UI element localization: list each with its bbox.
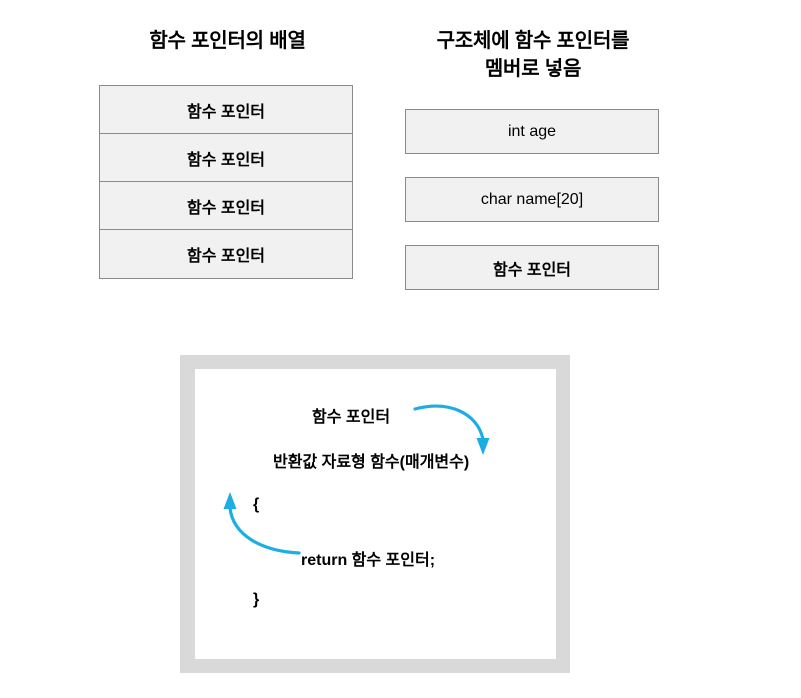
code-brace-close: } — [253, 591, 260, 608]
function-pointer-array-table: 함수 포인터 함수 포인터 함수 포인터 함수 포인터 — [99, 85, 353, 279]
struct-member-box: 함수 포인터 — [405, 245, 659, 290]
code-return-statement: return 함수 포인터; — [301, 552, 436, 569]
code-brace-open: { — [253, 496, 260, 513]
code-label-function-pointer: 함수 포인터 — [312, 409, 391, 426]
code-panel-frame: 함수 포인터 반환값 자료형 함수(매개변수) { return 함수 포인터;… — [180, 355, 570, 673]
array-cell: 함수 포인터 — [100, 134, 352, 182]
struct-section-heading: 구조체에 함수 포인터를 멤버로 넣음 — [388, 27, 678, 83]
array-cell: 함수 포인터 — [100, 86, 352, 134]
struct-member-box: char name[20] — [405, 177, 659, 222]
code-panel-inner: 함수 포인터 반환값 자료형 함수(매개변수) { return 함수 포인터;… — [195, 369, 556, 659]
struct-heading-line-2: 멤버로 넣음 — [484, 58, 582, 80]
array-section-heading: 함수 포인터의 배열 — [149, 30, 306, 52]
arrow-from-return-icon — [223, 492, 301, 555]
struct-member-box: int age — [405, 109, 659, 154]
array-cell: 함수 포인터 — [100, 230, 352, 278]
array-cell: 함수 포인터 — [100, 182, 352, 230]
code-function-signature: 반환값 자료형 함수(매개변수) — [273, 454, 470, 471]
struct-member-list: int age char name[20] 함수 포인터 — [405, 109, 659, 290]
struct-heading-line-1: 구조체에 함수 포인터를 — [436, 30, 630, 52]
